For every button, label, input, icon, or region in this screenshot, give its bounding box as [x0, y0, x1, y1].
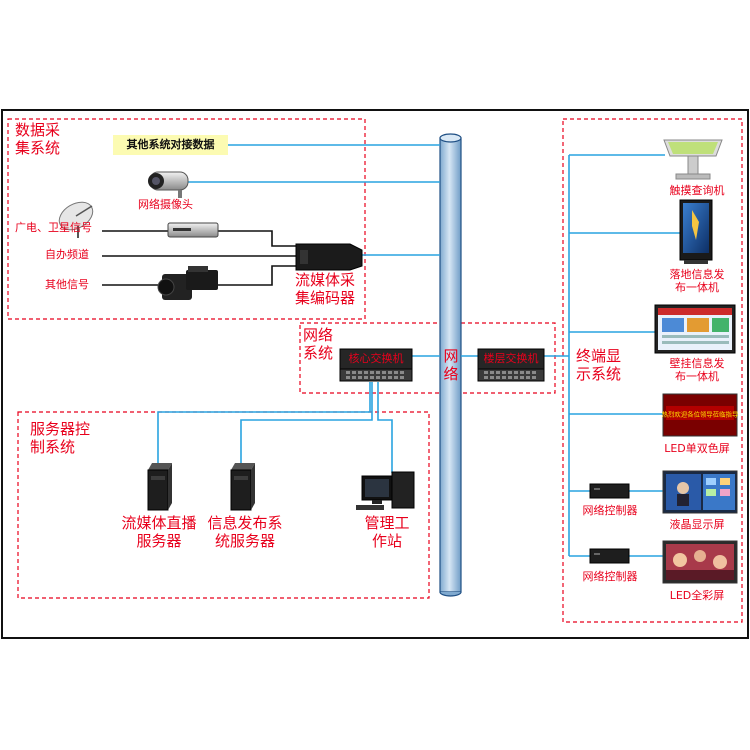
terminal-display-box	[562, 118, 743, 623]
signal-cables	[102, 230, 296, 286]
led-scroll-text: 热烈欢迎各位领导莅临指导	[662, 410, 739, 419]
touch-kiosk-icon	[663, 139, 723, 180]
led-full-color-label: LED全彩屏	[669, 589, 725, 602]
live-server-label: 流媒体直播服务器	[121, 514, 197, 551]
data-collection-box	[7, 118, 366, 320]
connector-lines	[157, 144, 680, 557]
group-label-data-collection: 数据采集系统	[15, 121, 61, 158]
camcorder-icon	[157, 266, 218, 300]
live-server-icon	[147, 463, 172, 511]
network-controller-2-icon	[589, 548, 630, 564]
streaming-encoder-icon	[295, 243, 363, 271]
led-single-dual-icon: 热烈欢迎各位领导莅临指导	[662, 393, 739, 437]
broadcast-label: 广电、卫星信号	[15, 221, 92, 234]
group-label-terminal-display: 终端显示系统	[576, 347, 622, 384]
satellite-dish-icon	[58, 201, 94, 238]
other-signal-label: 其他信号	[45, 278, 89, 291]
publish-server-icon	[230, 463, 255, 511]
network-camera-icon	[148, 171, 189, 198]
core-switch-icon	[339, 348, 413, 382]
network-controller-1-label: 网络控制器	[582, 504, 638, 517]
network-system-box	[299, 322, 556, 394]
access-switch-label: 楼层交换机	[483, 352, 539, 365]
led-single-dual-label: LED单双色屏	[664, 442, 730, 455]
backbone-label: 网络	[443, 347, 459, 384]
group-label-network: 网络系统	[303, 326, 334, 363]
floor-display-icon	[679, 199, 713, 264]
touch-kiosk-label: 触摸查询机	[669, 184, 725, 197]
backbone-pipe	[439, 133, 462, 597]
set-top-box-icon	[167, 222, 219, 238]
group-label-server-control: 服务器控制系统	[30, 420, 91, 457]
network-camera-label: 网络摄像头	[138, 198, 193, 211]
workstation-label: 管理工作站	[364, 514, 410, 551]
lcd-screen-icon	[662, 470, 738, 514]
wall-display-icon	[654, 304, 736, 354]
access-switch-icon	[477, 348, 545, 382]
floor-display-label: 落地信息发布一体机	[669, 268, 725, 295]
workstation-icon	[356, 471, 415, 510]
lcd-screen-label: 液晶显示屏	[669, 518, 725, 531]
encoder-label: 流媒体采集编码器	[295, 271, 356, 308]
publish-server-label: 信息发布系统服务器	[207, 514, 283, 551]
outer-frame	[1, 109, 749, 639]
core-switch-label: 核心交换机	[348, 352, 404, 365]
network-controller-2-label: 网络控制器	[582, 570, 638, 583]
wall-display-label: 壁挂信息发布一体机	[669, 357, 725, 384]
led-full-color-icon	[662, 540, 738, 584]
other-systems-label: 其他系统对接数据	[113, 135, 228, 155]
self-channel-label: 自办频道	[45, 248, 89, 261]
network-controller-1-icon	[589, 483, 630, 499]
